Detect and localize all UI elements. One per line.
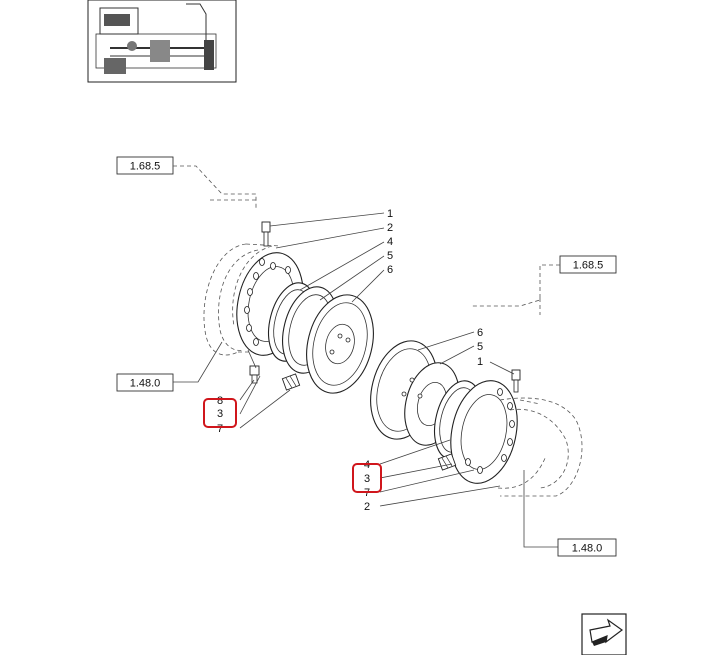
- highlight-box-left: [203, 398, 237, 428]
- callout-3-lower: 3: [364, 473, 370, 485]
- svg-text:1.48.0: 1.48.0: [130, 378, 161, 390]
- svg-text:1.68.5: 1.68.5: [130, 161, 161, 173]
- ref-leaders: [173, 165, 560, 548]
- callouts-upper: 1 2 4 5 6: [387, 208, 393, 276]
- ref-box-bottom-right[interactable]: 1.48.0: [557, 538, 617, 557]
- left-rings: [268, 282, 374, 394]
- left-stud-bolt: [249, 365, 260, 384]
- tractor-thumbnail-icon[interactable]: [87, 0, 237, 83]
- callout-5-right: 5: [477, 341, 483, 353]
- callouts-lower-left: 8 3 7: [203, 395, 237, 435]
- callouts-right-mid: 6 5 1: [477, 327, 483, 368]
- ref-box-bottom-left[interactable]: 1.48.0: [116, 373, 174, 392]
- callout-3-left: 3: [217, 408, 223, 420]
- callouts-lower-right: 4 3 7 2: [352, 459, 382, 513]
- right-leaders: [379, 331, 515, 507]
- callout-2-upper: 2: [387, 222, 393, 234]
- ref-box-top-right[interactable]: 1.68.5: [559, 255, 617, 274]
- highlight-box-right: [352, 463, 382, 493]
- callout-6-upper: 6: [387, 264, 393, 276]
- right-tire: [497, 397, 583, 497]
- next-page-arrow-icon[interactable]: [581, 613, 627, 655]
- ref-box-top-left[interactable]: 1.68.5: [116, 156, 174, 175]
- svg-text:1.68.5: 1.68.5: [573, 260, 604, 272]
- callout-1-right: 1: [477, 356, 483, 368]
- callout-5-upper: 5: [387, 250, 393, 262]
- upper-leaders: [239, 212, 385, 429]
- svg-text:1.48.0: 1.48.0: [572, 543, 603, 555]
- callout-7-left: 7: [217, 423, 223, 435]
- left-bolt: [261, 221, 271, 247]
- callout-4-upper: 4: [387, 236, 393, 248]
- callout-6-right: 6: [477, 327, 483, 339]
- right-bolt: [511, 369, 521, 393]
- callout-1-upper: 1: [387, 208, 393, 220]
- right-wheel-hub: [450, 380, 518, 484]
- callout-8-left: 8: [217, 395, 223, 407]
- left-spring-nut: [281, 373, 301, 391]
- callout-2-lower: 2: [364, 501, 370, 513]
